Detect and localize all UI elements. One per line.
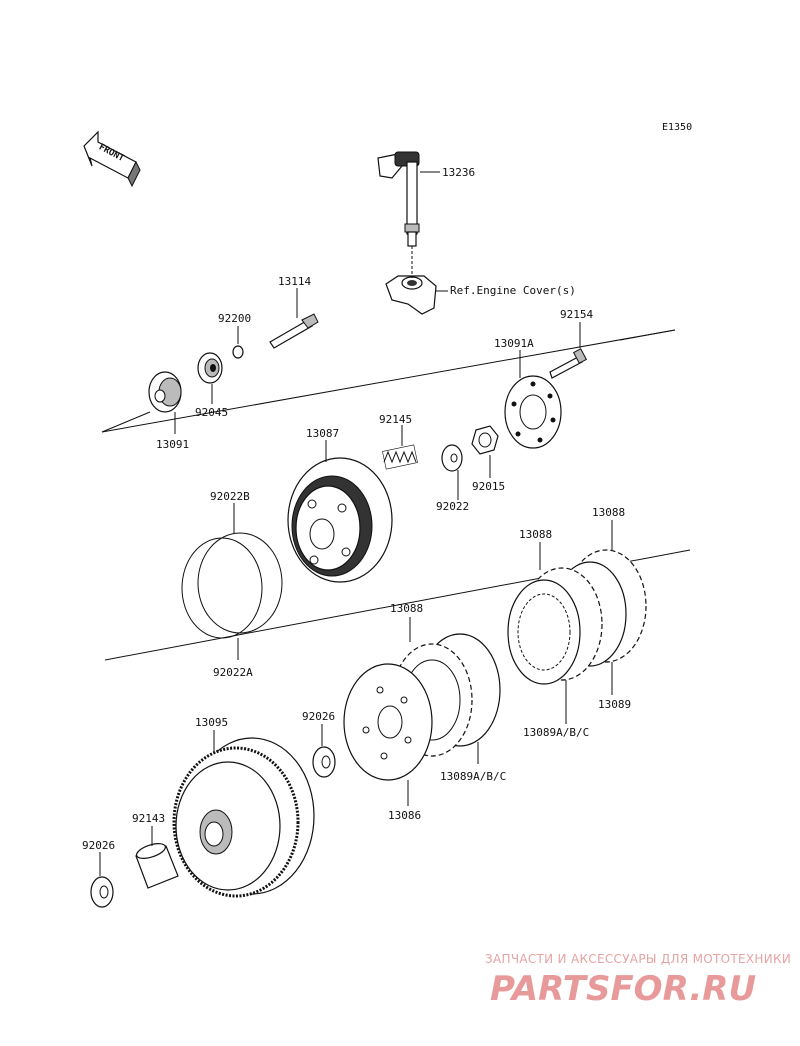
- label-92026-right: 92026: [302, 710, 335, 723]
- nut-92015: [471, 425, 499, 455]
- label-13087: 13087: [306, 427, 339, 440]
- pressure-plate-13086: [343, 663, 433, 781]
- ref-label: Ref.Engine Cover(s): [450, 284, 576, 297]
- washer-92200: [232, 345, 244, 359]
- label-13236: 13236: [442, 166, 475, 179]
- watermark-logo: PARTSFOR.RU: [490, 969, 756, 1009]
- label-13091: 13091: [156, 438, 189, 451]
- label-92022: 92022: [436, 500, 469, 513]
- label-92015: 92015: [472, 480, 505, 493]
- push-rod: [269, 313, 319, 349]
- label-13091a: 13091A: [494, 337, 534, 350]
- label-13095: 13095: [195, 716, 228, 729]
- pusher-13091: [148, 371, 182, 413]
- label-13114: 13114: [278, 275, 311, 288]
- label-92143: 92143: [132, 812, 165, 825]
- label-92022b: 92022B: [210, 490, 250, 503]
- spring-92145: [382, 444, 418, 470]
- label-92045: 92045: [195, 406, 228, 419]
- bolt-92154: [549, 348, 588, 379]
- label-13089abc-right: 13089A/B/C: [523, 726, 589, 739]
- rings-92022: [181, 532, 283, 639]
- label-13088-left: 13088: [390, 602, 423, 615]
- plate-13091a: [504, 375, 562, 449]
- diagram-code: E1350: [662, 122, 692, 133]
- friction-plate-stack: [507, 549, 647, 685]
- watermark-top-text: ЗАПЧАСТИ И АКСЕССУАРЫ ДЛЯ МОТОТЕХНИКИ: [485, 952, 791, 966]
- engine-cover-part: [385, 275, 437, 315]
- label-92022a: 92022A: [213, 666, 253, 679]
- front-arrow-icon: FRONT: [83, 130, 141, 188]
- label-13089abc-left: 13089A/B/C: [440, 770, 506, 783]
- label-13086: 13086: [388, 809, 421, 822]
- label-92200: 92200: [218, 312, 251, 325]
- release-shaft: [377, 151, 420, 247]
- clutch-hub-13087: [287, 457, 393, 583]
- label-13088-top: 13088: [592, 506, 625, 519]
- label-92026-left: 92026: [82, 839, 115, 852]
- label-13089: 13089: [598, 698, 631, 711]
- watermark: ЗАПЧАСТИ И АКСЕССУАРЫ ДЛЯ МОТОТЕХНИКИ PA…: [485, 952, 791, 1009]
- label-92154: 92154: [560, 308, 593, 321]
- bearing-92045: [197, 352, 223, 384]
- label-92145: 92145: [379, 413, 412, 426]
- clutch-housing-13095: [172, 737, 315, 898]
- label-13088-mid: 13088: [519, 528, 552, 541]
- sleeve-92143: [135, 843, 179, 889]
